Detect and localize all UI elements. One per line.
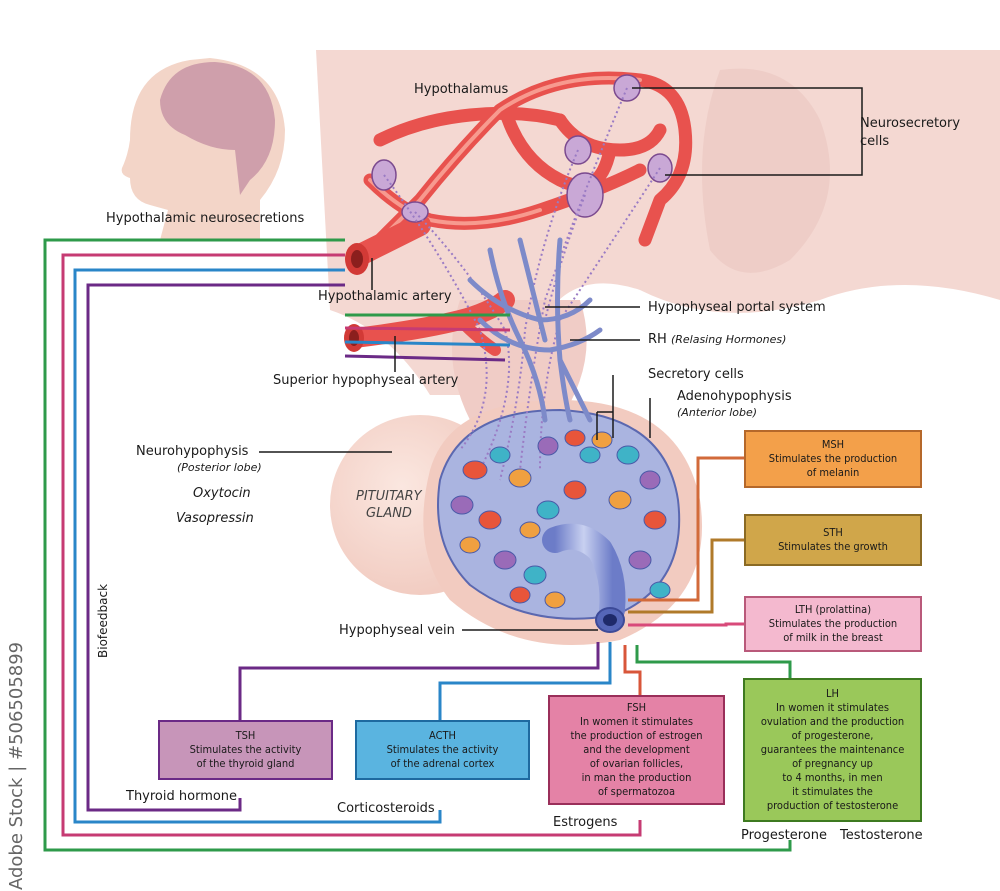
box-sth: STH Stimulates the growth (744, 514, 922, 566)
box-lh: LH In women it stimulates ovulation and … (743, 678, 922, 822)
box-sth-line1: Stimulates the growth (778, 540, 888, 553)
label-pituitary-line2: GLAND (366, 506, 412, 521)
box-acth-line2: of the adrenal cortex (390, 757, 495, 770)
label-pituitary-line1: PITUITARY (356, 489, 422, 504)
label-oxytocin: Oxytocin (193, 486, 251, 501)
box-lth-title: LTH (prolattina) (794, 603, 872, 616)
label-biofeedback: Biofeedback (96, 583, 110, 658)
label-estrogens: Estrogens (553, 815, 618, 830)
box-fsh-line4: of ovarian follicles, (589, 757, 684, 770)
label-superior-artery: Superior hypophyseal artery (273, 373, 459, 388)
label-hypophyseal-vein: Hypophyseal vein (339, 623, 455, 638)
label-thyroid-hormone: Thyroid hormone (126, 789, 238, 804)
box-tsh-line2: of the thyroid gland (196, 757, 295, 770)
box-lh-line2: ovulation and the production (760, 715, 905, 728)
box-fsh-line3: and the development (583, 743, 690, 756)
box-tsh-title: TSH (235, 729, 256, 742)
label-hypothalamic-neurosecretions: Hypothalamic neurosecretions (106, 211, 305, 226)
box-fsh-line2: the production of estrogen (570, 729, 703, 742)
box-msh-line2: of melanin (806, 466, 860, 479)
brain-silhouette (160, 62, 275, 195)
box-fsh-line6: of spermatozoa (597, 785, 676, 798)
brain-region (702, 68, 830, 273)
box-acth-line1: Stimulates the activity (386, 743, 499, 756)
label-adeno-note: (Anterior lobe) (677, 406, 758, 419)
label-rh: RH (Relasing Hormones) (648, 332, 786, 347)
secretory-cell-clusters (450, 429, 671, 609)
box-fsh-line5: in man the production (581, 771, 692, 784)
box-acth: ACTH Stimulates the activity of the adre… (355, 720, 530, 780)
label-neurosecretory-line2: cells (860, 134, 890, 149)
portal-vessels (467, 237, 603, 423)
box-lh-line4: guarantees the maintenance (760, 743, 905, 756)
label-hypothalamic-artery: Hypothalamic artery (318, 289, 452, 304)
box-lh-line5: of pregnancy up (792, 757, 873, 770)
label-rh-text: RH (648, 332, 667, 347)
box-lh-line6: to 4 months, in men (782, 771, 883, 784)
label-corticosteroids: Corticosteroids (337, 801, 435, 816)
label-neuro-note: (Posterior lobe) (177, 461, 262, 474)
hypophyseal-vein-tube (542, 523, 626, 623)
box-lh-line3: of progesterone, (791, 729, 874, 742)
label-neuro: Neurohypophysis (136, 444, 249, 459)
box-fsh: FSH In women it stimulates the productio… (548, 695, 725, 805)
box-lth-line1: Stimulates the production (768, 617, 898, 630)
artery-network-highlight (363, 76, 642, 257)
box-msh: MSH Stimulates the production of melanin (744, 430, 922, 488)
box-lh-line7: it stimulates the (792, 785, 873, 798)
box-acth-title: ACTH (429, 729, 456, 742)
box-lh-line1: In women it stimulates (775, 701, 890, 714)
label-hypothalamus: Hypothalamus (414, 82, 509, 97)
label-secretory-cells: Secretory cells (648, 367, 744, 382)
box-tsh: TSH Stimulates the activity of the thyro… (158, 720, 333, 780)
hypothalamic-artery-trunk (349, 214, 431, 266)
label-progesterone: Progesterone (741, 828, 827, 843)
box-lh-title: LH (826, 687, 839, 700)
leader-lines (259, 87, 863, 631)
label-rh-note: (Relasing Hormones) (670, 333, 787, 346)
box-lth-line2: of milk in the breast (783, 631, 883, 644)
box-fsh-line1: In women it stimulates (579, 715, 694, 728)
label-testosterone: Testosterone (840, 828, 923, 843)
box-sth-title: STH (823, 526, 843, 539)
box-lh-line8: production of testosterone (766, 799, 899, 812)
label-vasopressin: Vasopressin (176, 511, 254, 526)
box-fsh-title: FSH (626, 701, 647, 714)
label-adeno: Adenohypophysis (677, 389, 792, 404)
label-portal-system: Hypophyseal portal system (648, 300, 826, 315)
feedback-lines (43, 238, 792, 852)
stock-watermark-id: Adobe Stock | #506505899 (6, 641, 27, 890)
box-lth: LTH (prolattina) Stimulates the producti… (744, 596, 922, 652)
anterior-gland-tissue (437, 408, 681, 620)
box-tsh-line1: Stimulates the activity (189, 743, 302, 756)
box-msh-title: MSH (821, 438, 845, 451)
label-neurosecretory-line1: Neurosecretory (860, 116, 961, 131)
box-msh-line1: Stimulates the production (768, 452, 898, 465)
